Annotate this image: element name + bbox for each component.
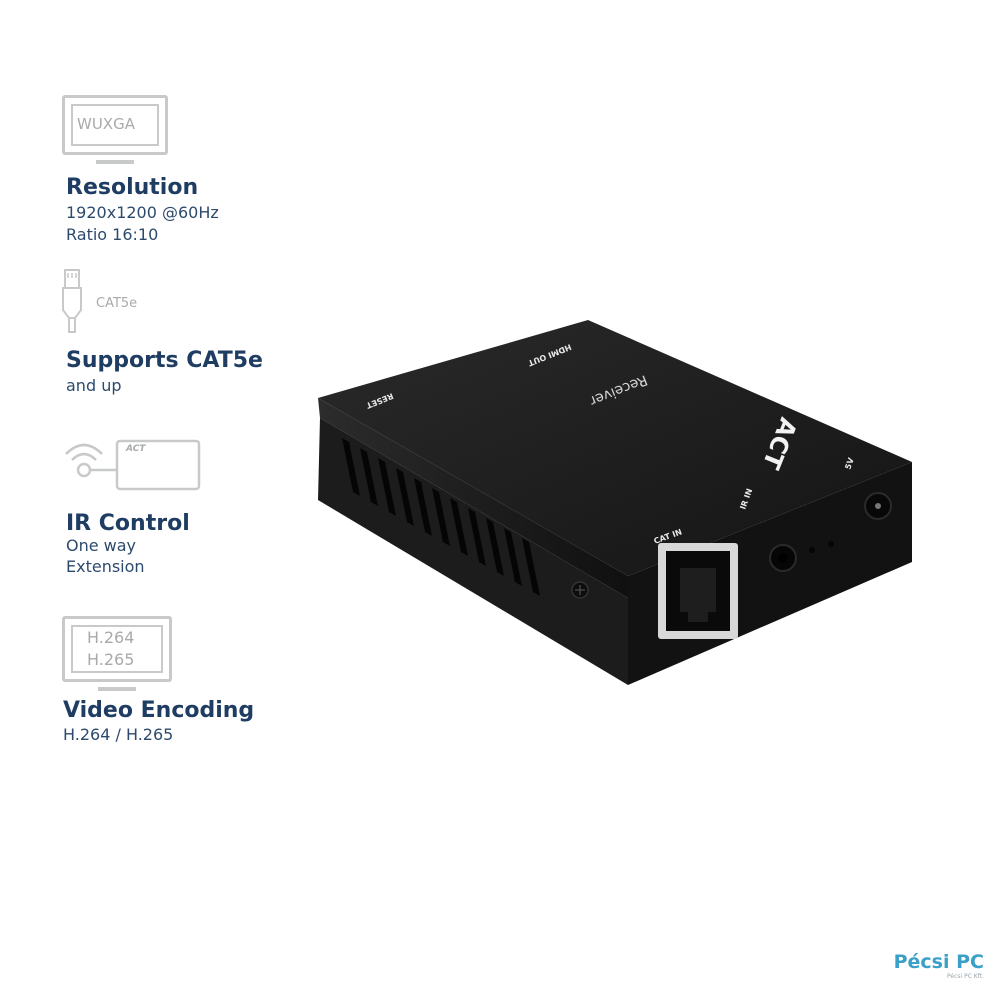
cat5e-title: Supports CAT5e (66, 348, 263, 373)
ir-control-line-1: One way (66, 536, 137, 555)
h264-icon-text: H.264 (87, 628, 135, 647)
ir-control-title: IR Control (66, 511, 190, 536)
resolution-line-1: 1920x1200 @60Hz (66, 203, 219, 222)
ethernet-cable-icon (62, 269, 82, 333)
video-encoding-title: Video Encoding (63, 698, 255, 723)
device-illustration: CAT IN IR IN 5V RESET HDMI OUT Receiver … (318, 320, 912, 685)
pecsi-pc-watermark: Pécsi PC Pécsi PC Kft. (894, 951, 984, 980)
cat5e-icon-text: CAT5e (96, 296, 138, 311)
monitor-icon: H.264 H.265 (62, 616, 172, 682)
h265-icon-text: H.265 (87, 650, 135, 669)
cat5e-line-1: and up (66, 376, 122, 395)
ir-control-line-2: Extension (66, 557, 145, 576)
wuxga-icon-text: WUXGA (77, 115, 135, 133)
resolution-title: Resolution (66, 175, 199, 200)
watermark-brand: Pécsi PC (893, 951, 984, 973)
power-5v-label: 5V (843, 456, 856, 471)
resolution-line-2: Ratio 16:10 (66, 225, 159, 244)
video-encoding-line-1: H.264 / H.265 (63, 725, 174, 744)
ir-remote-icon (65, 439, 201, 491)
hdmi-extender-receiver: CAT IN IR IN 5V RESET HDMI OUT Receiver … (300, 300, 930, 700)
act-icon-text: ACT (126, 444, 146, 454)
monitor-icon: WUXGA (62, 95, 168, 155)
watermark-small: Pécsi PC Kft. (946, 973, 984, 980)
